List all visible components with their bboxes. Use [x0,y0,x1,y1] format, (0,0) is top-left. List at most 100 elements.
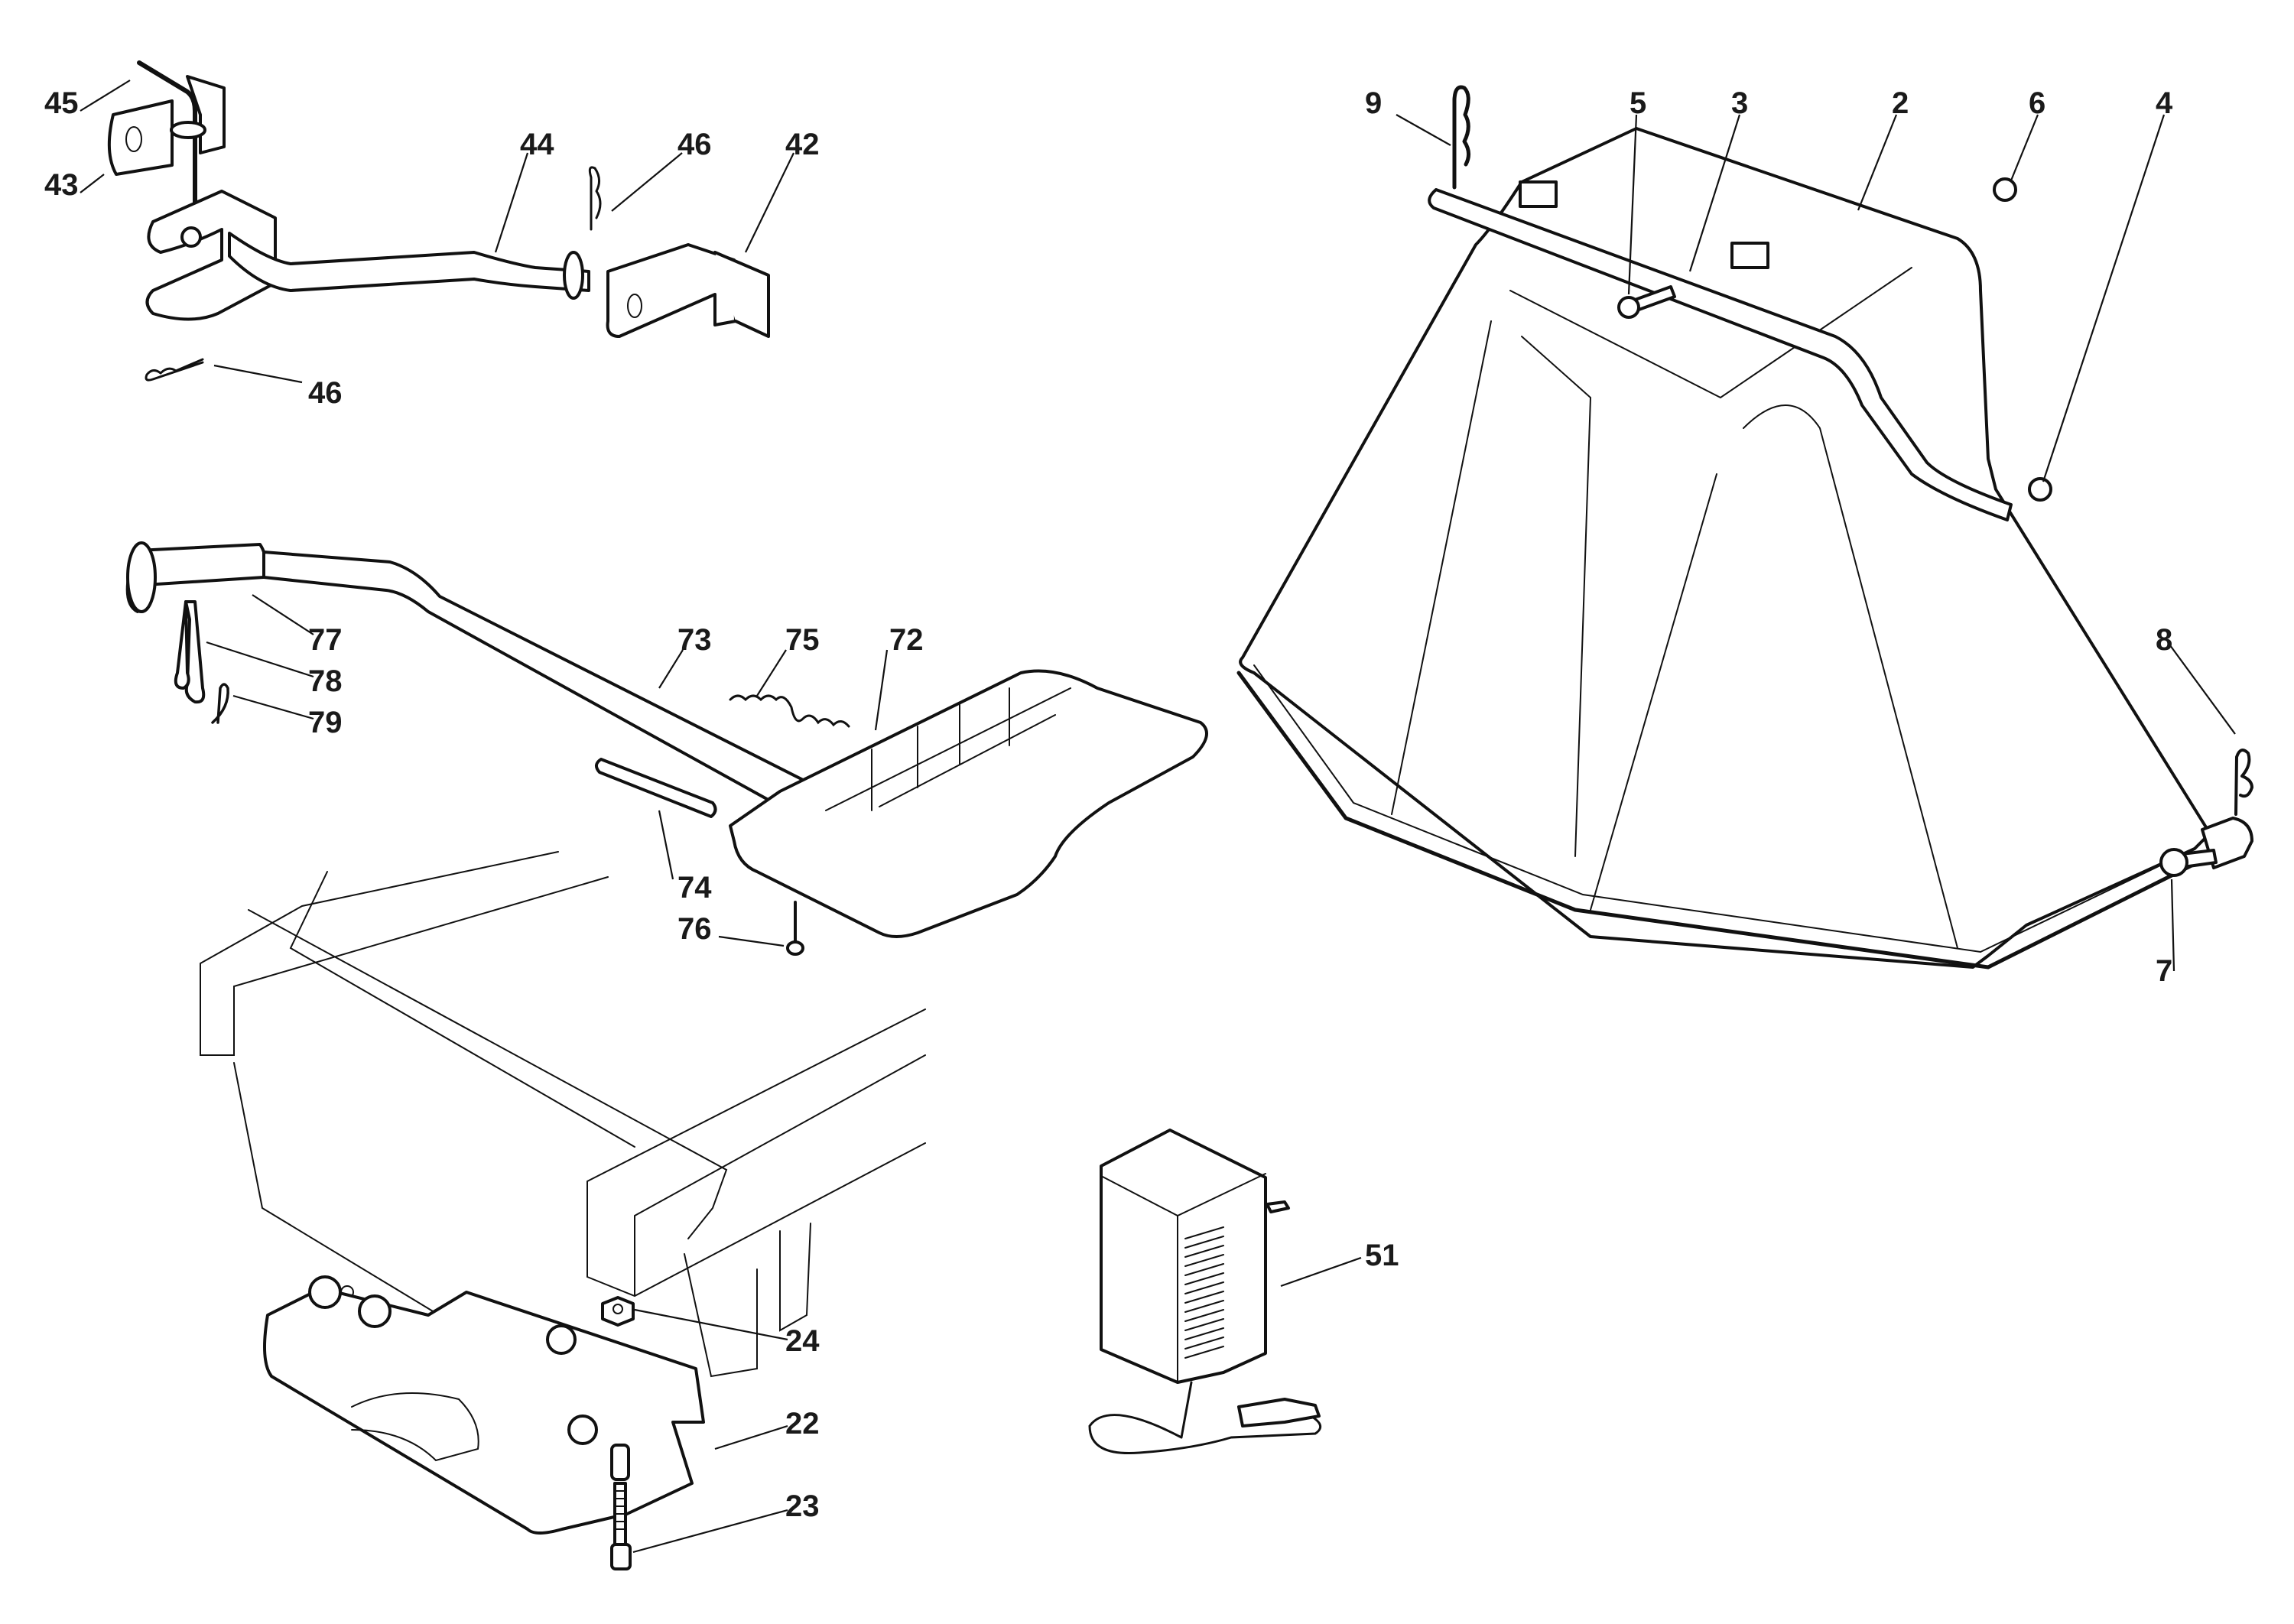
frame-leg [684,1223,811,1378]
weight-boss-2 [358,1294,392,1328]
bracket-bolt-head [180,226,202,248]
leader-4 [2042,114,2166,482]
pin-washer [170,121,206,139]
spring-75 [729,694,850,728]
frame-inner-top [1509,267,1912,399]
frame-inner-left [1391,320,1592,857]
callout-2: 2 [1892,86,1909,120]
callout-24: 24 [785,1324,820,1358]
charger-cable [1088,1381,1322,1455]
callout-4: 4 [2156,86,2173,120]
frame-tab-left [1519,180,1558,208]
r-clip-9 [1452,85,1470,190]
leader-51 [1280,1256,1362,1288]
charger-plug [1266,1200,1290,1213]
leader-22 [714,1424,788,1450]
frame-inner-right [1590,404,1958,949]
leader-46-upper [611,152,683,212]
c-bracket [145,190,277,321]
bolt-23-head [610,1444,630,1481]
pin-74 [595,758,717,818]
leader-24 [634,1308,788,1341]
leader-46-lower [213,364,303,384]
rear-rod-3 [1428,188,2013,521]
rod-washer [563,251,584,300]
callout-79: 79 [308,706,343,739]
leader-3 [1688,114,1741,272]
charger-vents [1184,1226,1224,1359]
hinge-pin-7-head [2159,848,2188,877]
nut-6 [1993,177,2017,202]
rear-hitch-group [107,60,770,382]
bracket-side [713,251,770,338]
hitch-rod-44 [228,232,590,292]
leader-7 [2170,879,2175,972]
battery-charger-group [1088,1129,1322,1455]
callout-5: 5 [1630,86,1646,120]
charger-body-51 [1100,1129,1267,1384]
frame-bottom-rail [1236,671,2197,970]
frame-bottom-rail-inner [1253,664,2180,953]
weight-boss-3 [546,1324,577,1355]
hitch-back-plate [186,75,226,154]
catcher-frame-2 [1239,127,2211,969]
nut-24 [601,1296,635,1327]
weight-22 [263,1287,705,1535]
leader-23 [632,1509,788,1554]
lever-73 [262,551,820,817]
frame-tab-right [1730,242,1769,269]
weight-boss-1 [308,1275,342,1309]
frame-beam-left [200,851,609,1056]
bolt-23-lower-head [610,1543,632,1570]
angle-bracket-42 [606,243,737,338]
callout-6: 6 [2029,86,2045,120]
leader-44 [494,152,529,253]
screw-76-head [786,940,804,956]
callout-labels: 45 43 44 46 42 46 9 5 3 2 6 4 8 7 77 78 … [44,86,2173,1523]
weight-cutout [351,1392,479,1462]
callout-8: 8 [2156,623,2172,657]
leader-78 [206,641,314,678]
callout-22: 22 [785,1407,820,1440]
leader-2 [1857,114,1898,211]
leader-77 [252,594,314,635]
callout-23: 23 [785,1489,820,1523]
split-pin-46-lower [145,358,204,382]
tractor-frame [200,851,926,1378]
callout-46-upper: 46 [677,128,712,161]
pin-45 [137,60,197,232]
callout-42: 42 [785,128,820,161]
clip-78 [184,600,206,704]
charger-edge [1100,1173,1266,1383]
bracket-ribs [825,687,1071,811]
callout-77: 77 [308,623,343,657]
leader-43 [80,174,105,193]
leader-73 [658,649,684,689]
leader-76 [718,935,785,947]
grip-end [126,541,157,613]
callout-43: 43 [44,168,79,202]
callout-3: 3 [1731,86,1748,120]
bolt-5-head [1617,296,1640,319]
leader-8 [2167,641,2236,735]
callout-75: 75 [785,623,820,657]
leader-74 [658,810,674,880]
bolt-23-thread [614,1490,626,1530]
lever-bracket-72 [729,669,1208,938]
ballast-weight-group [263,1275,705,1570]
plate-hole [125,126,142,152]
leader-6 [2010,114,2039,181]
weight-boss-4 [567,1415,598,1445]
leader-5 [1627,114,1638,295]
hook-79 [211,683,229,724]
callout-78: 78 [308,664,343,698]
charger-clamp [1237,1398,1321,1427]
end-cap-4 [2028,477,2052,502]
grass-catcher-group [1236,85,2253,970]
nut-24-hole [612,1304,623,1314]
leader-45 [80,80,131,112]
leader-72 [874,649,889,731]
callout-7: 7 [2156,954,2172,988]
emptying-lever-group [125,541,1208,956]
